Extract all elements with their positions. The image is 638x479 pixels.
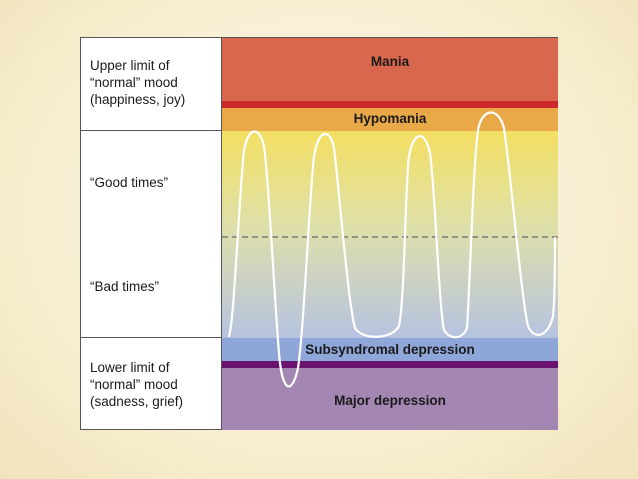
bad-times-section: “Bad times” [81,237,221,338]
bad-times-label: “Bad times” [90,279,160,294]
subsyndromal-depression-zone: Subsyndromal depression [222,338,558,361]
lower-limit-section: Lower limit of “normal” mood (sadness, g… [81,338,221,430]
mood-curve-plot [222,111,558,388]
normal-mood-zone [222,131,558,338]
good-times-label: “Good times” [90,175,169,190]
mood-fluctuation-curve [227,111,557,388]
mania-limit-band [222,101,558,108]
major-depression-label: Major depression [334,393,446,408]
upper-limit-section: Upper limit of “normal” mood (happiness,… [81,38,221,131]
label-column: Upper limit of “normal” mood (happiness,… [81,38,222,429]
upper-limit-label-line-1: Upper limit of [90,58,170,73]
hypomania-zone: Hypomania [222,108,558,131]
lower-limit-label-line-2: “normal” mood [90,377,178,392]
hypomania-label: Hypomania [353,111,427,126]
mood-spectrum-diagram: Upper limit of “normal” mood (happiness,… [80,37,558,430]
mania-zone: Mania [222,38,558,101]
depression-limit-band [222,361,558,368]
upper-limit-label-line-3: (happiness, joy) [90,92,186,107]
mania-label: Mania [370,54,410,69]
major-depression-zone: Major depression [222,368,558,430]
subsyndromal-depression-label: Subsyndromal depression [305,342,475,357]
good-times-section: “Good times” [81,131,221,237]
upper-limit-label-line-2: “normal” mood [90,75,178,90]
lower-limit-label-line-3: (sadness, grief) [90,394,184,409]
lower-limit-label-line-1: Lower limit of [90,360,170,375]
